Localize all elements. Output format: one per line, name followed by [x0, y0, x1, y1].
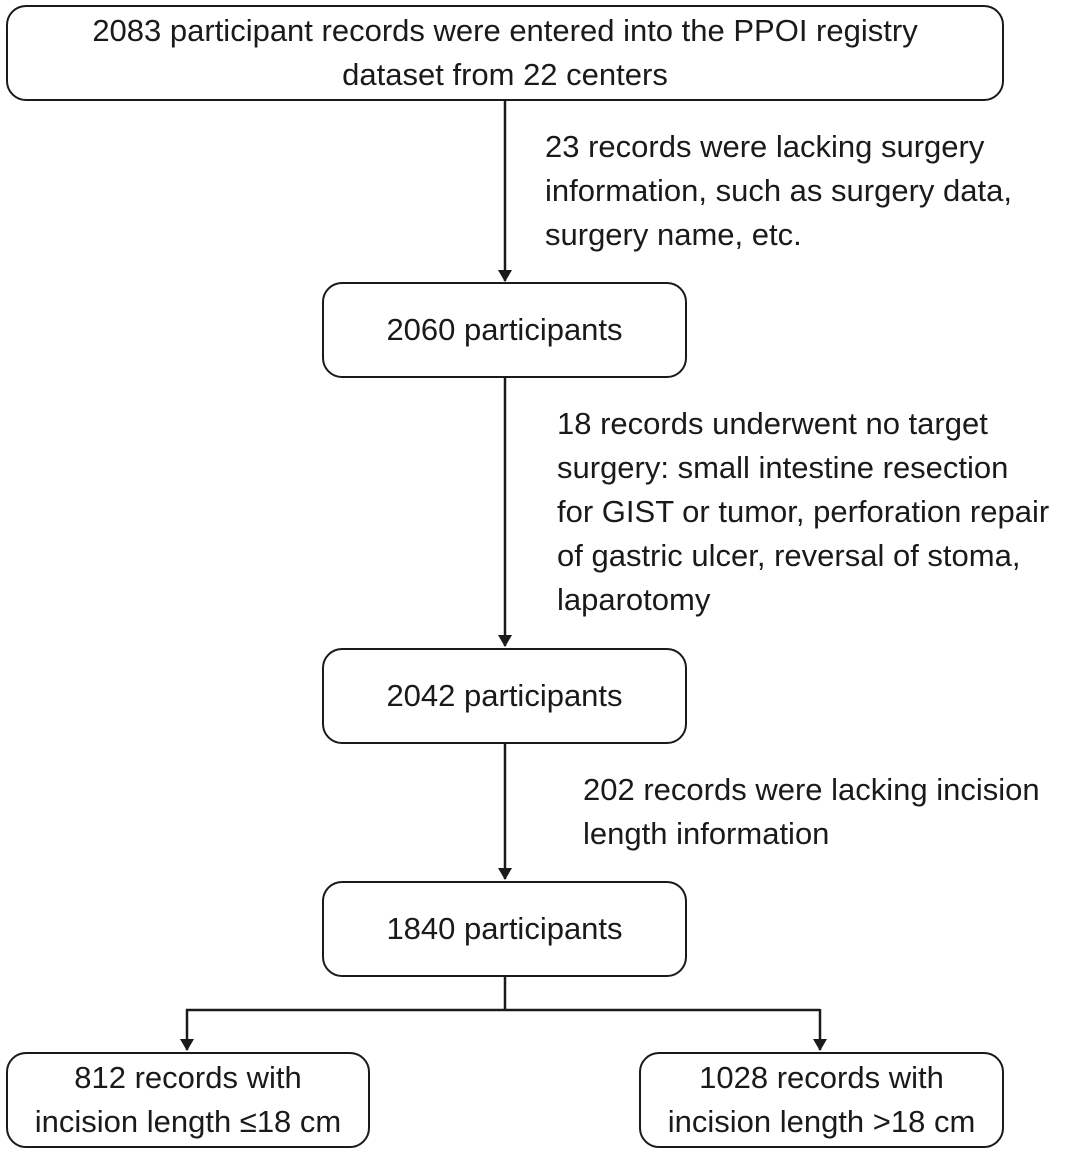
- exclusion-note-1: 23 records were lacking surgery informat…: [545, 125, 1012, 257]
- long-group-line-1: 1028 records with: [699, 1060, 944, 1095]
- node-2060-label: 2060 participants: [386, 312, 623, 347]
- node-2060-participants: 2060 participants: [322, 282, 687, 378]
- exclusion-2-line-3: for GIST or tumor, perforation repair: [557, 494, 1050, 529]
- exclusion-2-line-1: 18 records underwent no target: [557, 406, 988, 441]
- exclusion-2-line-4: of gastric ulcer, reversal of stoma,: [557, 538, 1021, 573]
- node-1840-label: 1840 participants: [386, 911, 623, 946]
- exclusion-3-line-1: 202 records were lacking incision: [583, 772, 1040, 807]
- short-group-line-2: incision length ≤18 cm: [34, 1104, 342, 1139]
- node-2042-label: 2042 participants: [386, 678, 623, 713]
- node-1840-participants: 1840 participants: [322, 881, 687, 977]
- exclusion-2-line-2: surgery: small intestine resection: [557, 450, 1009, 485]
- exclusion-1-line-1: 23 records were lacking surgery: [545, 129, 985, 164]
- exclusion-1-line-3: surgery name, etc.: [545, 217, 802, 252]
- node-2042-participants: 2042 participants: [322, 648, 687, 744]
- exclusion-note-3: 202 records were lacking incision length…: [583, 768, 1040, 856]
- registry-line-2: dataset from 22 centers: [342, 57, 668, 92]
- long-group-line-2: incision length >18 cm: [667, 1104, 976, 1139]
- exclusion-3-line-2: length information: [583, 816, 830, 851]
- long-incision-group: 1028 records with incision length >18 cm: [639, 1052, 1004, 1148]
- short-group-line-1: 812 records with: [74, 1060, 302, 1095]
- registry-line-1: 2083 participant records were entered in…: [92, 13, 918, 48]
- exclusion-2-line-5: laparotomy: [557, 582, 711, 617]
- exclusion-1-line-2: information, such as surgery data,: [545, 173, 1012, 208]
- short-incision-group: 812 records with incision length ≤18 cm: [6, 1052, 370, 1148]
- exclusion-note-2: 18 records underwent no target surgery: …: [557, 402, 1049, 622]
- registry-node: 2083 participant records were entered in…: [6, 5, 1004, 101]
